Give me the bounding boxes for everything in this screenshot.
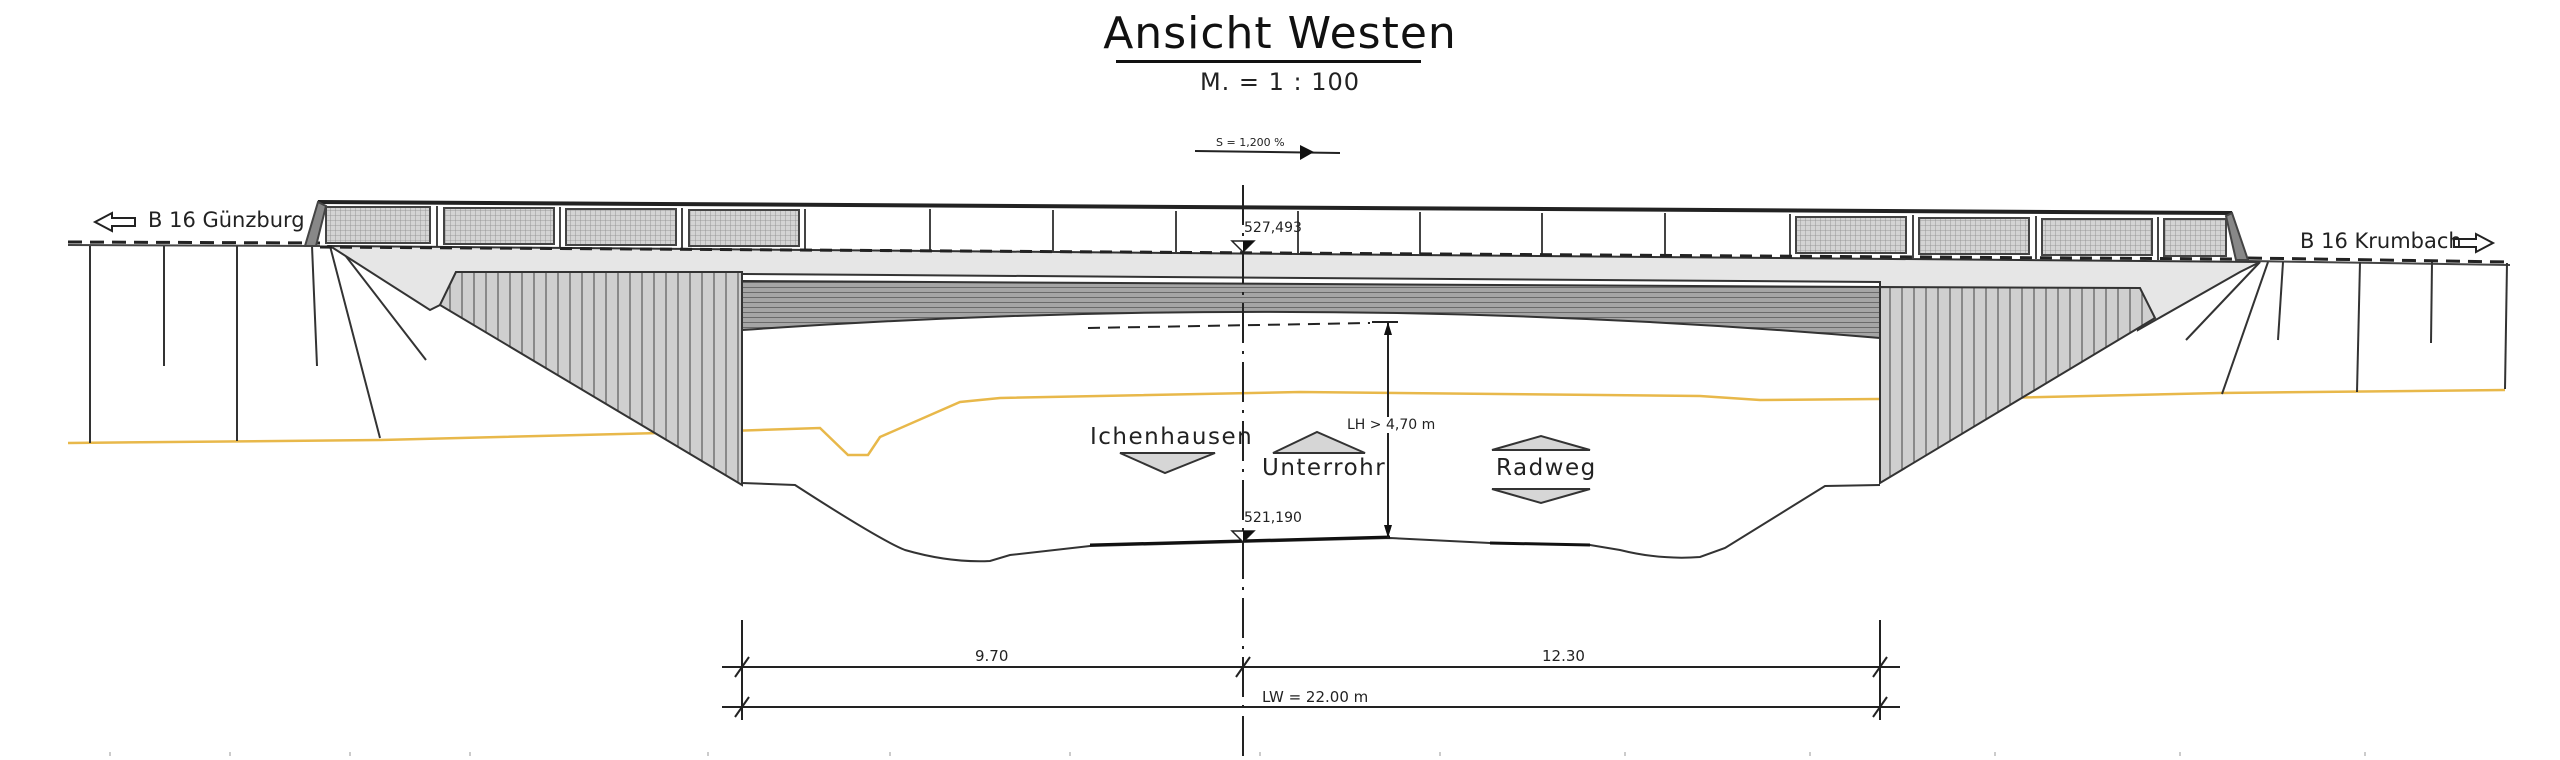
drawing-title: Ansicht Westen [1103, 8, 1457, 59]
right-fence-posts [2185, 261, 2508, 395]
ichenhausen-label: Ichenhausen [1090, 424, 1254, 450]
ground-profile [741, 482, 1881, 563]
elevation-marker-bottom-icon [1230, 530, 1256, 544]
bottom-grid-ticks [109, 752, 2366, 756]
elevation-top-label: 527,493 [1244, 220, 1302, 236]
left-fence-posts [89, 245, 427, 443]
title-underline [1116, 60, 1421, 63]
radweg-up-icon [1491, 434, 1591, 451]
left-abutment [438, 271, 743, 487]
right-arrow-icon [2453, 232, 2496, 254]
drawing-scale: M. = 1 : 100 [1199, 68, 1361, 96]
unterrohr-label: Unterrohr [1262, 455, 1387, 481]
elevation-marker-top-icon [1230, 240, 1256, 254]
clearance-label: LH > 4,70 m [1347, 417, 1436, 433]
terrain-line [67, 388, 2506, 457]
elevation-bottom-label: 521,190 [1244, 510, 1302, 526]
radweg-label: Radweg [1496, 455, 1597, 481]
left-road-label: B 16 Günzburg [148, 208, 305, 232]
road-level-line [67, 240, 2511, 266]
ichenhausen-direction-icon [1119, 452, 1216, 475]
deck-dashed-line [319, 245, 2241, 261]
radweg-down-icon [1491, 488, 1591, 505]
slope-arrow [1194, 145, 1341, 160]
left-span-dimension: 9.70 [975, 647, 1009, 665]
span-dimensions [722, 620, 1900, 720]
right-abutment [1879, 285, 2157, 485]
unterrohr-direction-icon [1272, 430, 1366, 454]
total-span-dimension: LW = 22.00 m [1262, 688, 1369, 706]
slope-label: S = 1,200 % [1216, 136, 1285, 149]
right-road-label: B 16 Krumbach [2300, 229, 2462, 253]
railing-top [317, 200, 2233, 215]
left-arrow-icon [92, 211, 136, 233]
right-span-dimension: 12.30 [1542, 647, 1585, 665]
railing-panels [303, 200, 2250, 261]
bridge-girder [741, 279, 1881, 340]
